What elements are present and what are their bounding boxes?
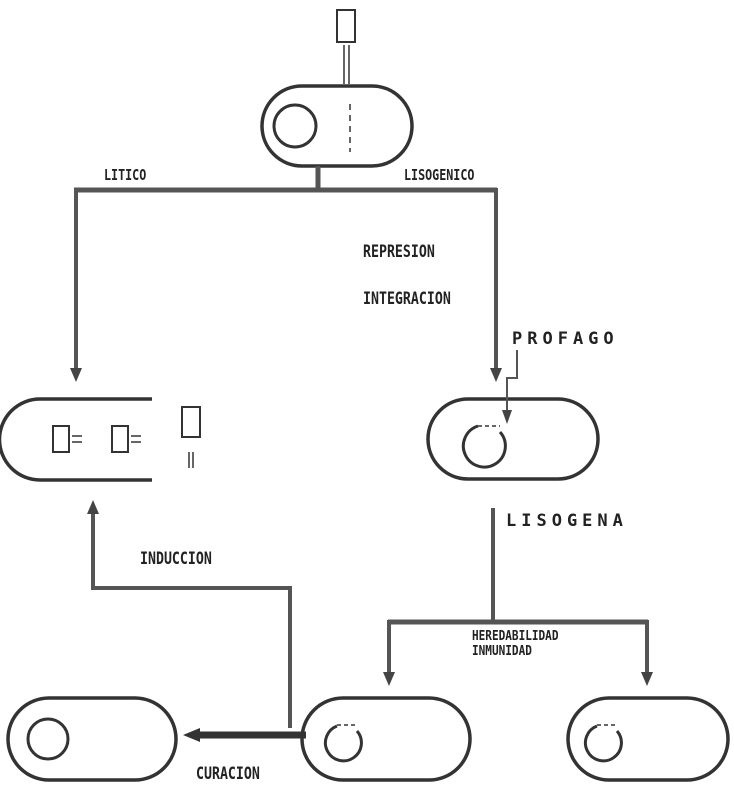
cured-bacterium — [8, 698, 176, 780]
infected-bacterium-top — [262, 86, 412, 166]
heredity-label: HEREDABILIDAD — [472, 630, 558, 643]
induction-arrow — [91, 512, 292, 728]
lysogenic-arrow — [490, 188, 502, 382]
heredity-arrowhead-right — [641, 672, 653, 686]
lysogenic-label: LISOGENICO — [404, 168, 474, 183]
lytic-label: LITICO — [104, 168, 146, 183]
lysogenic-bacterium — [428, 399, 598, 479]
progeny-phage-icons — [53, 407, 200, 468]
integration-label: INTEGRACION — [363, 291, 451, 308]
curing-arrow — [183, 728, 306, 742]
phage-particle-icon — [337, 10, 355, 84]
lysing-bacterium — [0, 399, 152, 480]
prophage-label: PROFAGO — [512, 331, 619, 348]
lysogen-daughter-cell-left — [302, 698, 470, 780]
induction-label: INDUCCION — [140, 551, 212, 568]
prophage-pointer — [502, 350, 517, 424]
lysogen-label: LISOGENA — [506, 513, 628, 530]
heredity-arrowhead-left — [383, 672, 395, 686]
lysogen-daughter-cell-right — [568, 698, 728, 780]
repression-label: REPRESION — [363, 244, 435, 261]
lytic-arrow — [70, 188, 82, 382]
immunity-label: INMUNIDAD — [472, 645, 532, 658]
curing-label: CURACION — [196, 766, 260, 783]
induction-arrowhead — [87, 500, 99, 514]
